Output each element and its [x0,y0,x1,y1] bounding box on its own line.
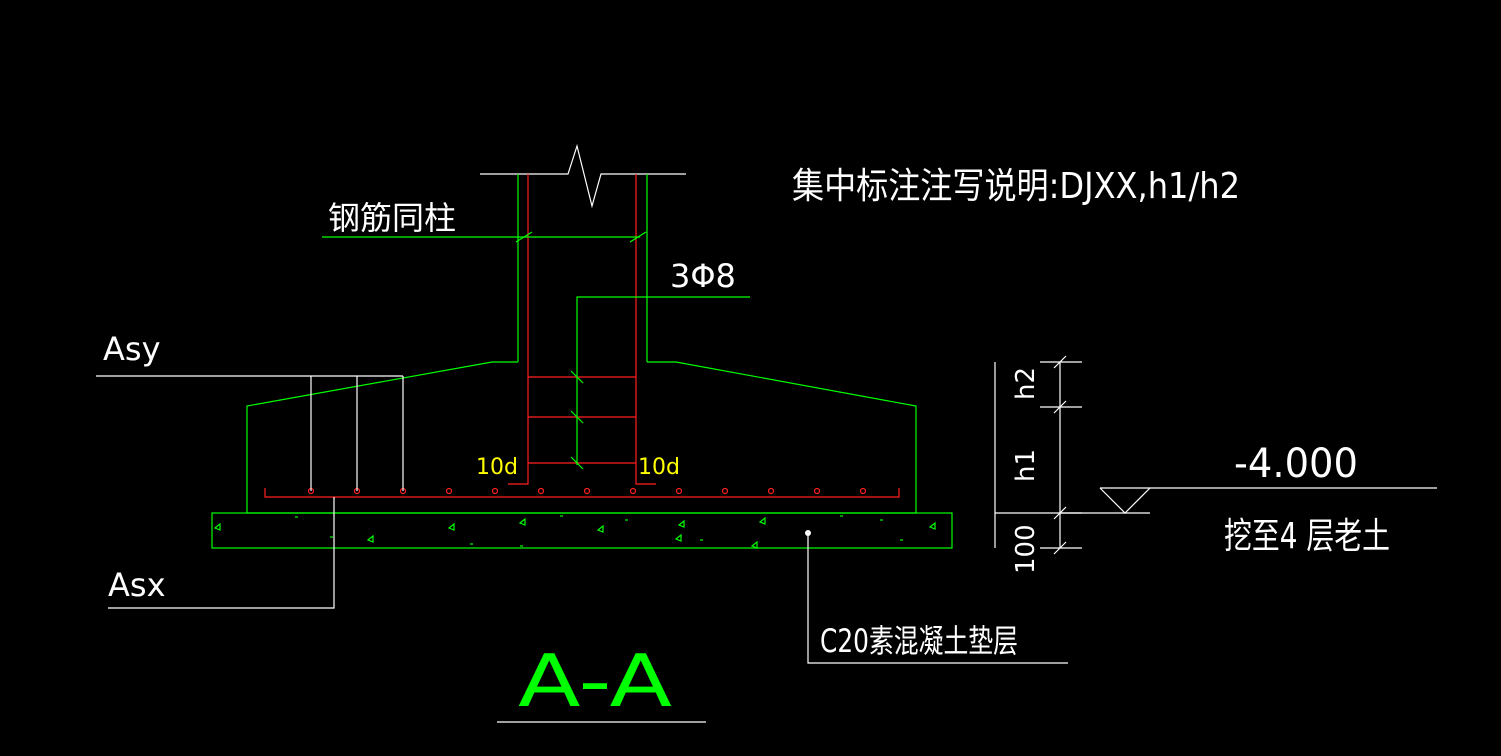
bottom-rebar [264,488,900,498]
stirrups [528,376,636,464]
asx-leader [108,497,335,609]
anchor-left-label: 10d [476,455,518,480]
stirrup-leader [570,296,750,470]
column-outline [517,174,648,362]
column-main-bars [508,174,656,485]
cushion-leader [805,530,1068,664]
column-rebar-label: 钢筋同柱 [328,199,456,237]
asy-leader [96,375,404,491]
column-rebar-leader [322,231,647,243]
rebar-dots [307,487,867,495]
anchor-right-label: 10d [638,455,680,480]
elevation-value: -4.000 [1234,441,1358,487]
footing-outline [246,361,917,514]
asx-label: Asx [108,566,166,604]
elevation-note: 挖至4 层老土 [1224,516,1390,557]
stirrup-label: 3Φ8 [670,257,736,295]
break-line [480,143,686,209]
dimension-chain [994,355,1150,555]
cushion-hatch [213,515,936,549]
cushion-label: C20素混凝土垫层 [820,622,1018,660]
elevation-marker [1099,487,1437,514]
dim-cushion-label: 100 [1011,524,1041,574]
cushion-layer [211,512,953,549]
dim-h1-label: h1 [1011,449,1041,482]
dim-h2-label: h2 [1011,367,1041,400]
asy-label: Asy [103,330,161,368]
section-title: A-A [518,639,672,723]
title-note: 集中标注注写说明:DJXX,h1/h2 [792,166,1240,207]
